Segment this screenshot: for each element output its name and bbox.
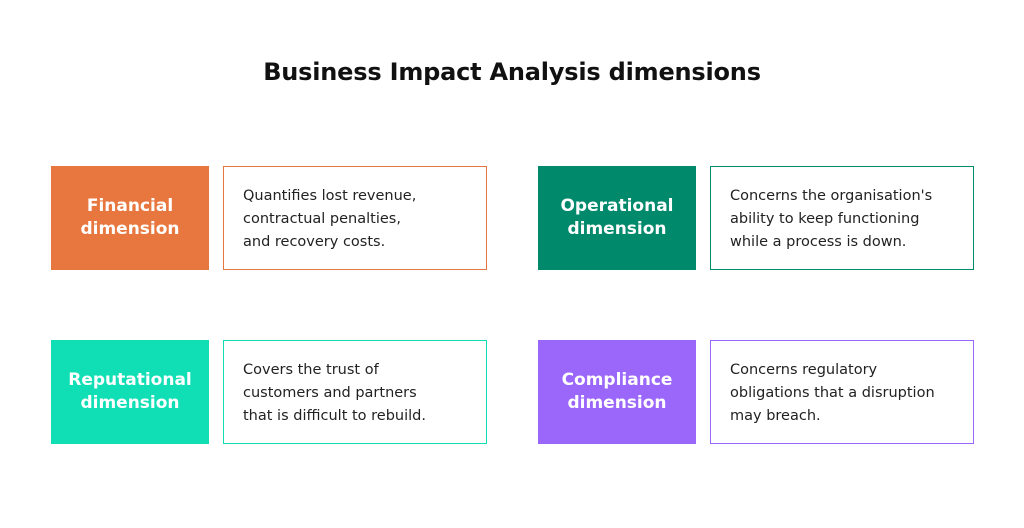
financial-description-box: Quantifies lost revenue, contractual pen… bbox=[223, 166, 487, 270]
operational-label-line-2: dimension bbox=[567, 219, 667, 239]
operational-description-line-3: while a process is down. bbox=[730, 234, 907, 250]
financial-description-line-2: contractual penalties, bbox=[243, 211, 401, 227]
reputational-description-line-3: that is difficult to rebuild. bbox=[243, 408, 426, 424]
operational-description-line-2: ability to keep functioning bbox=[730, 211, 920, 227]
financial-dimension-box: Financial dimension bbox=[51, 166, 209, 270]
financial-description-line-1: Quantifies lost revenue, bbox=[243, 188, 417, 204]
financial-label-line-1: Financial bbox=[86, 196, 174, 216]
operational-description-line-1: Concerns the organisation's bbox=[730, 188, 933, 204]
reputational-description-line-1: Covers the trust of bbox=[243, 362, 379, 378]
financial-label-line-2: dimension bbox=[80, 219, 180, 239]
compliance-label-line-2: dimension bbox=[567, 393, 667, 413]
compliance-description-line-1: Concerns regulatory bbox=[730, 362, 878, 378]
operational-description-box: Concerns the organisation's ability to k… bbox=[710, 166, 974, 270]
reputational-dimension-box: Reputational dimension bbox=[51, 340, 209, 444]
compliance-description-box: Concerns regulatory obligations that a d… bbox=[710, 340, 974, 444]
operational-dimension-box: Operational dimension bbox=[538, 166, 696, 270]
financial-description-line-3: and recovery costs. bbox=[243, 234, 386, 250]
compliance-description-line-3: may breach. bbox=[730, 408, 821, 424]
operational-label-line-1: Operational bbox=[560, 196, 674, 216]
reputational-label-line-2: dimension bbox=[80, 393, 180, 413]
reputational-label-line-1: Reputational bbox=[68, 370, 192, 390]
compliance-dimension-box: Compliance dimension bbox=[538, 340, 696, 444]
reputational-description-box: Covers the trust of customers and partne… bbox=[223, 340, 487, 444]
page-title: Business Impact Analysis dimensions bbox=[263, 58, 761, 86]
reputational-description-line-2: customers and partners bbox=[243, 385, 417, 401]
compliance-description-line-2: obligations that a disruption bbox=[730, 385, 935, 401]
compliance-label-line-1: Compliance bbox=[561, 370, 673, 390]
